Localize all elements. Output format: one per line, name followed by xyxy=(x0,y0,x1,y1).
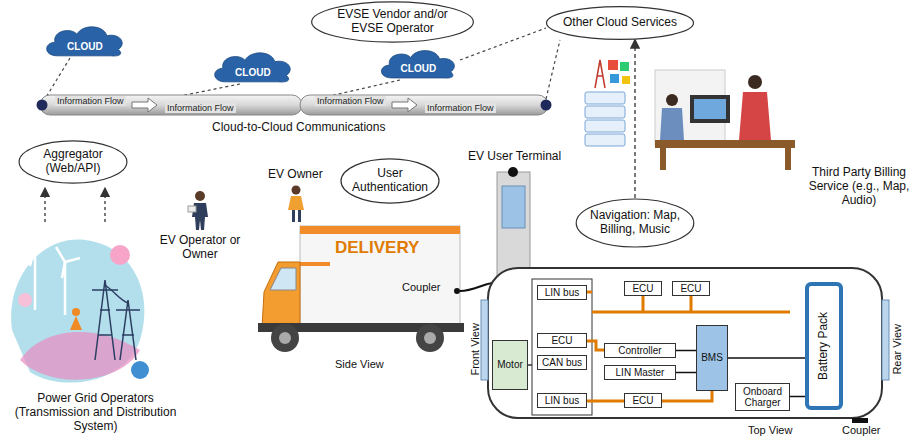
node-text: Motor xyxy=(497,359,523,371)
cloud-shape: CLOUD xyxy=(40,22,128,58)
text-area: CAN bus xyxy=(539,356,585,369)
component-box: Battery Pack xyxy=(805,282,843,410)
text-label: EV Operator or Owner xyxy=(158,234,242,262)
text-area: BMS xyxy=(698,326,726,390)
text-label: Information Flow xyxy=(165,103,236,113)
text-label: Information Flow xyxy=(55,96,126,106)
cloud-outline xyxy=(40,22,128,58)
oval-node: Aggregator (Web/API) xyxy=(18,140,128,184)
connector xyxy=(634,40,635,198)
component-box: LIN Master xyxy=(604,365,676,380)
component-box: ECU xyxy=(672,281,710,296)
pipe xyxy=(37,95,552,115)
component-box: ECU xyxy=(624,281,662,296)
component-box: ECU xyxy=(624,393,662,408)
oval-node: Other Cloud Services xyxy=(545,6,695,40)
component-box: Motor xyxy=(492,340,528,390)
text-area: LIN bus xyxy=(539,394,585,407)
text-label: Top View xyxy=(748,424,792,437)
oval-node: User Authentication xyxy=(340,158,440,204)
node-text: EVSE Vendor and/or EVSE Operator xyxy=(327,8,459,36)
billing-illustration xyxy=(585,60,795,170)
text-area: Controller xyxy=(606,344,674,357)
node-text: BMS xyxy=(701,352,723,364)
cloud-outline xyxy=(208,48,296,84)
node-text: Controller xyxy=(618,345,661,357)
dotted-links xyxy=(45,28,560,99)
person-figure xyxy=(188,186,304,231)
vehicle-top-view xyxy=(481,268,889,423)
text-area: LIN bus xyxy=(539,286,585,299)
oval-node: Navigation: Map, Billing, Music xyxy=(575,198,695,248)
text-area: Other Cloud Services xyxy=(560,9,680,37)
text-label: DELIVERY xyxy=(335,238,419,258)
node-text: Aggregator (Web/API) xyxy=(29,148,117,176)
component-box: LIN bus xyxy=(537,285,587,300)
node-text: ECU xyxy=(632,283,653,295)
text-label: EV Owner xyxy=(268,168,323,182)
text-area: Battery Pack xyxy=(810,286,838,406)
text-label: Third Party Billing Service (e.g., Map, … xyxy=(803,166,915,207)
text-label: Information Flow xyxy=(315,96,386,106)
cloud-outline xyxy=(375,46,460,80)
node-text: Navigation: Map, Billing, Music xyxy=(587,209,683,237)
node-text: CLOUD xyxy=(401,63,437,75)
cloud-shape: CLOUD xyxy=(208,48,296,84)
power-grid-illustration xyxy=(11,188,149,383)
text-label: Power Grid Operators (Transmission and D… xyxy=(8,392,183,433)
text-label: Front View xyxy=(469,319,482,379)
text-label: Cloud-to-Cloud Communications xyxy=(212,121,385,135)
oval-node: EVSE Vendor and/or EVSE Operator xyxy=(310,1,475,43)
node-text: LIN bus xyxy=(545,395,579,407)
component-box: LIN bus xyxy=(537,393,587,408)
text-label: Coupler xyxy=(402,281,441,294)
text-area: Onboard Charger xyxy=(737,384,788,410)
text-label: EV User Terminal xyxy=(468,150,561,164)
connector xyxy=(790,396,805,398)
node-text: ECU xyxy=(680,283,701,295)
text-area: CLOUD xyxy=(385,60,451,79)
connector xyxy=(676,350,696,352)
text-label: Side View xyxy=(335,358,384,371)
text-area: ECU xyxy=(539,334,585,347)
text-area: LIN Master xyxy=(606,366,674,379)
text-area: EVSE Vendor and/or EVSE Operator xyxy=(327,4,459,40)
node-text: LIN bus xyxy=(545,287,579,299)
node-text: Battery Pack xyxy=(817,312,831,380)
node-text: LIN Master xyxy=(616,367,665,379)
node-text: User Authentication xyxy=(350,167,430,195)
text-label: Information Flow xyxy=(425,103,496,113)
component-box: Controller xyxy=(604,343,676,358)
node-text: Onboard Charger xyxy=(737,386,788,409)
component-box: ECU xyxy=(537,333,587,348)
node-text: CAN bus xyxy=(542,357,582,369)
node-text: CLOUD xyxy=(235,67,271,79)
text-area: CLOUD xyxy=(51,36,120,56)
text-area: ECU xyxy=(674,282,708,295)
node-text: Other Cloud Services xyxy=(563,16,677,30)
connector xyxy=(728,357,805,359)
text-area: CLOUD xyxy=(219,62,288,82)
node-text: CLOUD xyxy=(67,41,103,53)
connector xyxy=(676,372,696,374)
text-label: Coupler xyxy=(842,424,881,437)
component-box: Onboard Charger xyxy=(735,383,790,411)
node-text: ECU xyxy=(551,335,572,347)
text-label: Rear View xyxy=(891,319,904,379)
text-area: Navigation: Map, Billing, Music xyxy=(587,201,683,245)
component-box: CAN bus xyxy=(537,355,587,370)
text-area: User Authentication xyxy=(350,161,430,201)
text-area: ECU xyxy=(626,282,660,295)
text-area: Aggregator (Web/API) xyxy=(29,143,117,181)
text-area: ECU xyxy=(626,394,660,407)
cloud-shape: CLOUD xyxy=(375,46,460,80)
component-box: BMS xyxy=(696,325,728,391)
node-text: ECU xyxy=(632,395,653,407)
delivery-truck xyxy=(258,226,500,352)
text-area: Motor xyxy=(494,341,526,389)
